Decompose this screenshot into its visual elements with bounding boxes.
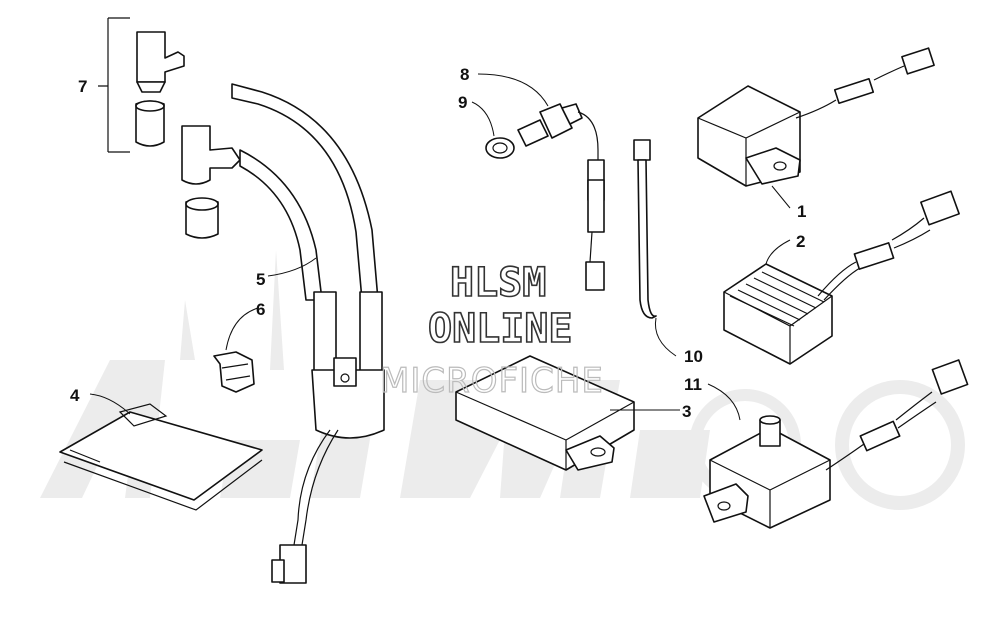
part-module-1 — [697, 47, 935, 187]
part-temperature-sensor — [485, 103, 605, 291]
callout-labels: 1 2 3 4 5 6 7 8 9 10 11 — [70, 65, 806, 421]
callout-3: 3 — [682, 402, 691, 421]
watermark-line-2: ONLINE — [428, 306, 573, 352]
leader-lines — [89, 73, 791, 421]
watermark-line-3: MICROFICHE — [380, 361, 604, 401]
callout-6: 6 — [256, 300, 265, 319]
part-spark-plug-cap-set — [98, 17, 241, 239]
watermark: HLSM ONLINE MICROFICHE — [379, 259, 604, 401]
callout-8: 8 — [460, 65, 469, 84]
part-cdi-module — [455, 355, 635, 471]
part-sensor-module-11 — [703, 359, 969, 529]
part-clamp — [213, 351, 255, 393]
part-decal-sheet — [59, 403, 263, 511]
callout-9: 9 — [458, 93, 467, 112]
callout-11: 11 — [684, 375, 702, 394]
part-regulator-rectifier — [723, 190, 960, 365]
callout-4: 4 — [70, 386, 80, 405]
watermark-line-1: HLSM — [450, 260, 546, 306]
part-cable-tie — [633, 139, 657, 319]
callout-10: 10 — [684, 347, 703, 366]
callout-5: 5 — [256, 270, 265, 289]
callout-7: 7 — [78, 77, 87, 96]
part-ignition-coil — [231, 83, 385, 584]
callout-2: 2 — [796, 232, 805, 251]
callout-1: 1 — [797, 202, 806, 221]
